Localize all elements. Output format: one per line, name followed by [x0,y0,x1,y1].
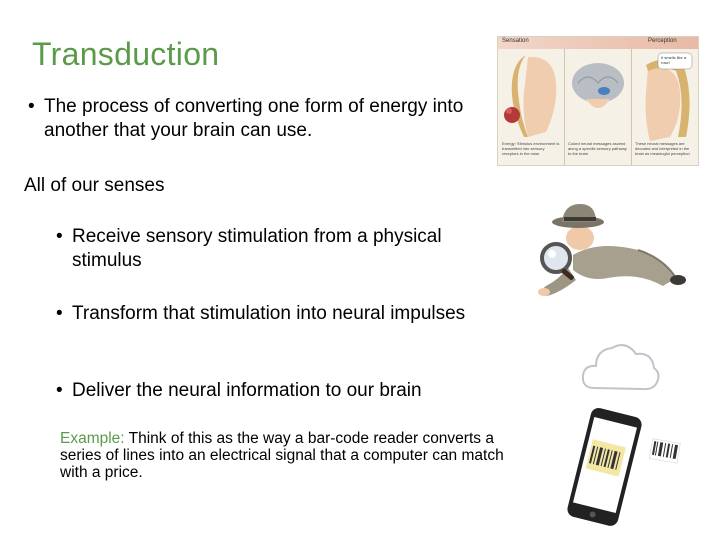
figure-speech-bubble: It smells like a rose! [661,55,687,65]
sense-bullet: • Receive sensory stimulation from a phy… [56,225,506,273]
sense-bullet: • Transform that stimulation into neural… [56,302,496,326]
figure-illustration [504,49,693,165]
figure-caption: Coded neural messages ascend along a spe… [568,141,627,156]
example-label: Example: [60,430,125,447]
figure-caption: These neural messages are decoded and in… [635,141,690,156]
example-text: Think of this as the way a bar-code read… [60,430,504,481]
slide-title: Transduction [32,36,220,72]
detective-icon [528,200,688,310]
example-paragraph: Example: Think of this as the way a bar-… [60,430,510,481]
sense-bullet-text: Transform that stimulation into neural i… [72,303,466,324]
sense-bullet: • Deliver the neural information to our … [56,379,506,403]
sense-bullet-text: Deliver the neural information to our br… [72,380,422,401]
sensation-perception-figure: Sensation Perception It smells like a ro… [497,36,699,166]
figure-header-bar [498,37,698,49]
intro-bullet-text: The process of converting one form of en… [44,96,464,141]
bullet-marker: • [56,226,63,247]
cloud-icon [580,338,662,401]
figure-caption: Energy: Stimulus environment is transmit… [502,141,560,156]
sense-bullet-text: Receive sensory stimulation from a physi… [72,226,442,271]
intro-bullet: • The process of converting one form of … [28,95,498,143]
senses-subhead: All of our senses [24,175,165,196]
bullet-marker: • [56,380,63,401]
bullet-marker: • [28,96,35,117]
figure-label-perception: Perception [648,38,677,44]
bullet-marker: • [56,303,63,324]
smartphone-barcode-icon [565,405,690,540]
figure-label-sensation: Sensation [502,38,529,44]
